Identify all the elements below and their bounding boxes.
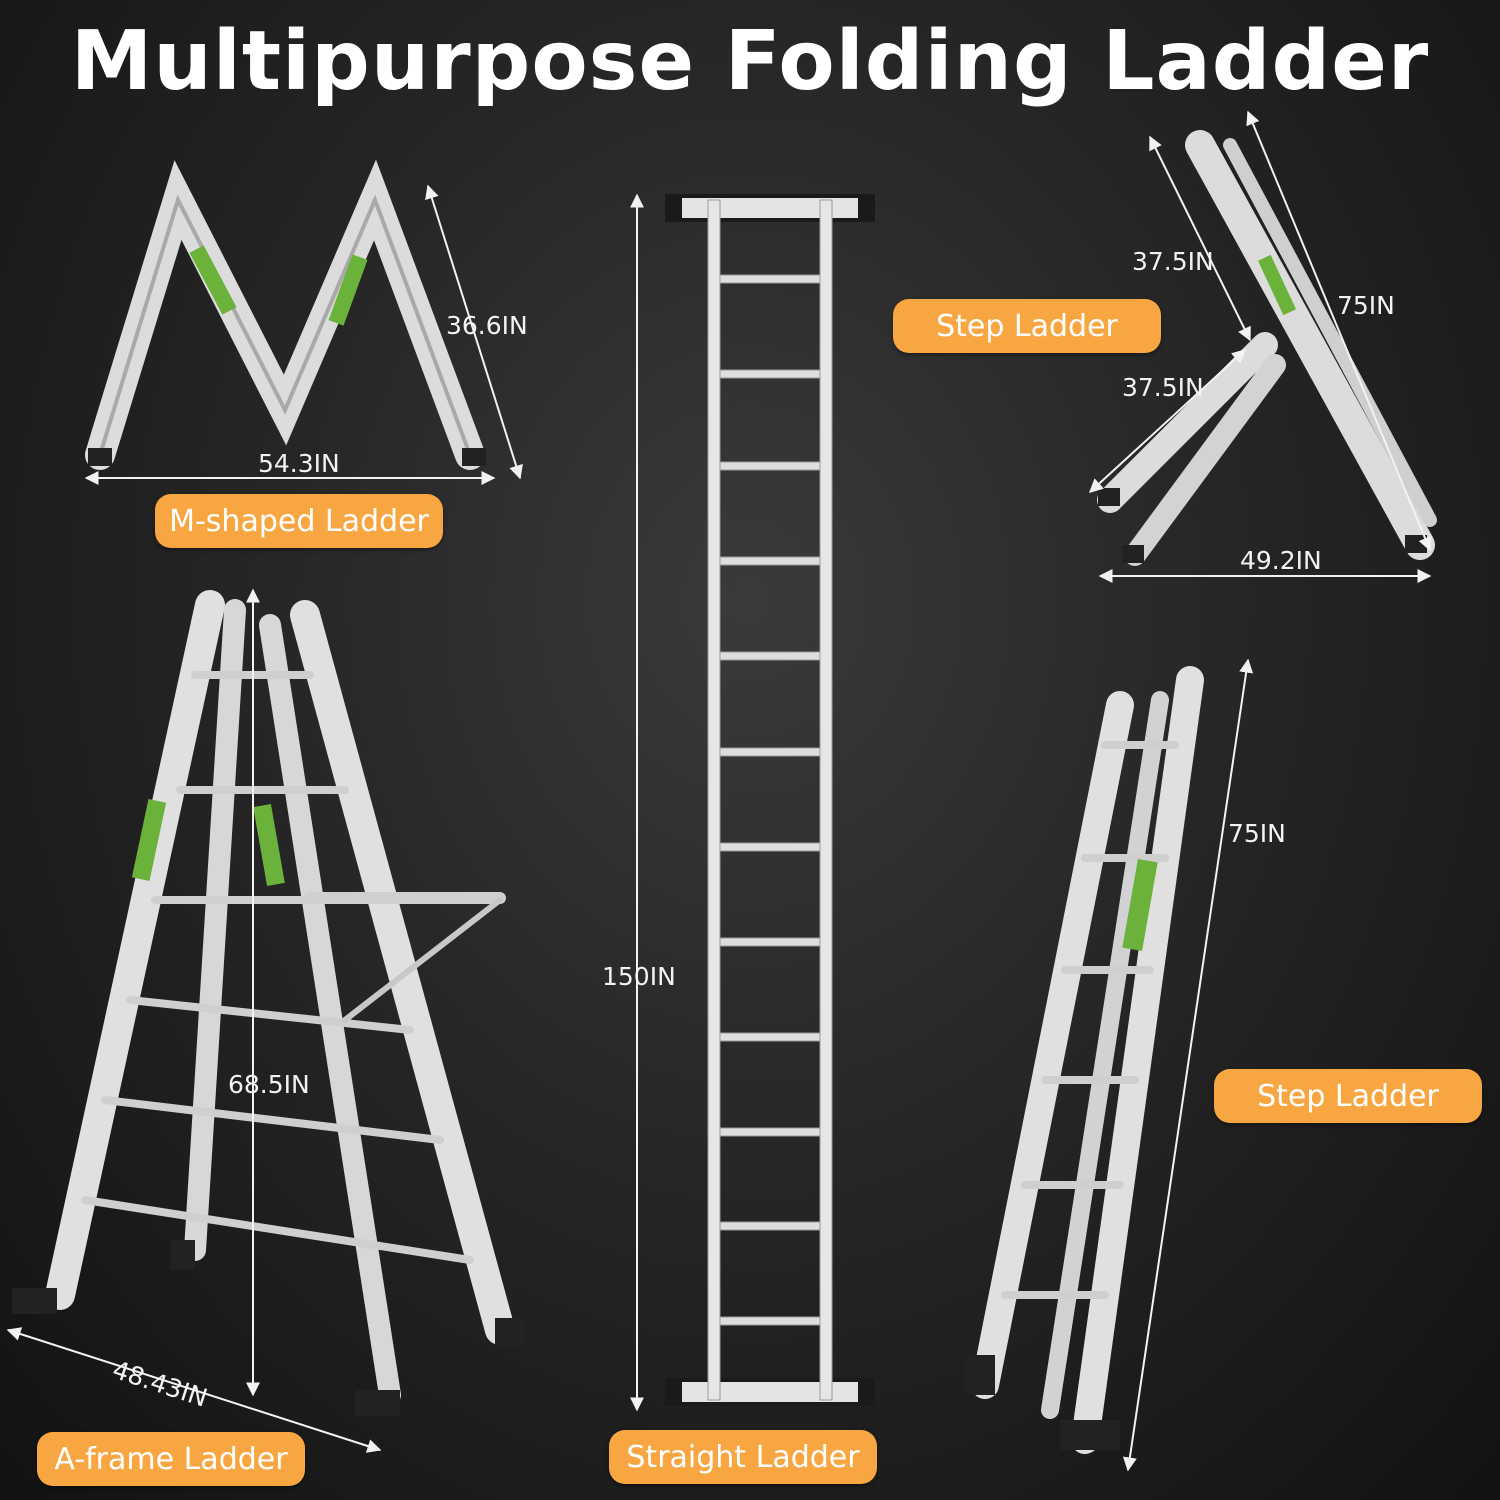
- a-frame-dimension-arrows: [6, 588, 382, 1453]
- step-top-lower-dimension: 37.5IN: [1122, 373, 1204, 402]
- step-bottom-length-dimension: 75IN: [1228, 819, 1286, 848]
- straight-height-dimension: 150IN: [602, 962, 676, 991]
- m-width-dimension: 54.3IN: [258, 449, 340, 478]
- a-frame-height-dimension: 68.5IN: [228, 1070, 310, 1099]
- m-height-dimension: 36.6IN: [446, 311, 528, 340]
- m-dimension-arrows: [84, 184, 523, 485]
- a-frame-ladder-illustration: [12, 590, 525, 1416]
- step-bottom-dimension-arrow: [1122, 658, 1254, 1472]
- step-ladder-top-label: Step Ladder: [893, 299, 1161, 353]
- straight-ladder-illustration: [665, 194, 875, 1406]
- step-ladder-bottom-illustration: [965, 666, 1204, 1454]
- m-shaped-ladder-illustration: [85, 159, 486, 470]
- step-top-upper-dimension: 37.5IN: [1132, 247, 1214, 276]
- step-top-length-dimension: 75IN: [1337, 291, 1395, 320]
- step-top-dimension-arrows: [1088, 110, 1432, 583]
- step-ladder-top-illustration: [1097, 130, 1437, 566]
- page-title: Multipurpose Folding Ladder: [70, 14, 1430, 109]
- a-frame-ladder-label: A-frame Ladder: [37, 1432, 305, 1486]
- m-shaped-ladder-label: M-shaped Ladder: [155, 494, 443, 548]
- straight-ladder-label: Straight Ladder: [609, 1430, 877, 1484]
- step-ladder-bottom-label: Step Ladder: [1214, 1069, 1482, 1123]
- step-top-width-dimension: 49.2IN: [1240, 546, 1322, 575]
